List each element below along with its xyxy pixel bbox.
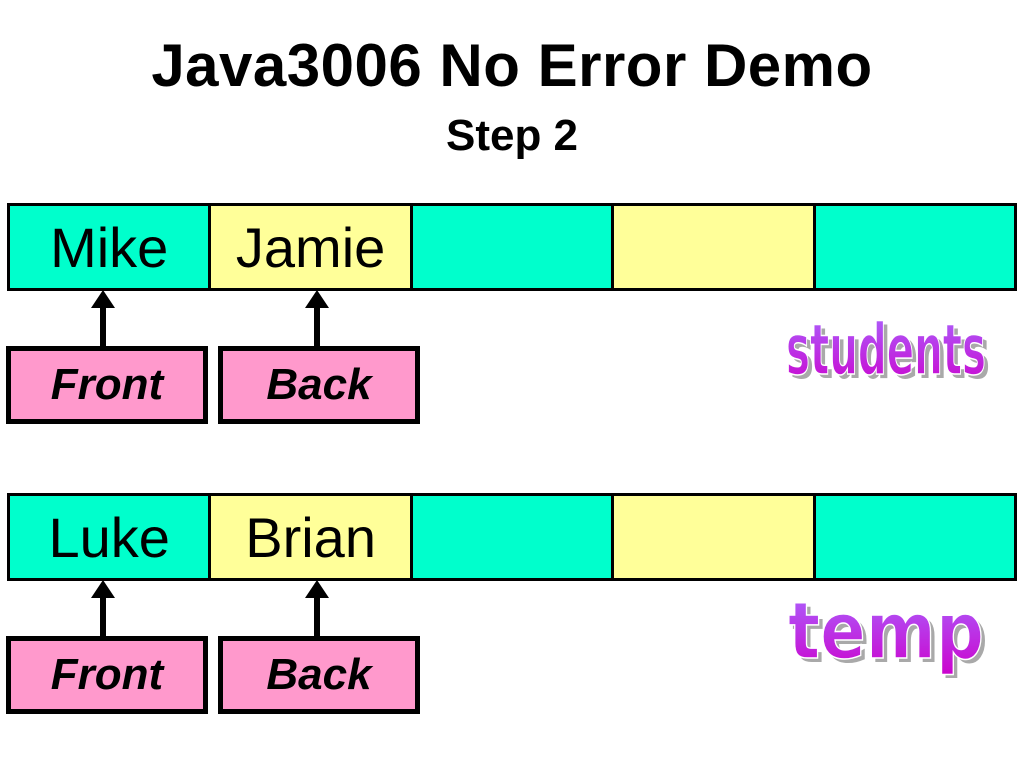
array-cell xyxy=(412,496,615,578)
front-pointer-box: Front xyxy=(6,346,208,424)
array-cell: Luke xyxy=(10,496,212,578)
front-pointer-label: Front xyxy=(50,650,164,699)
back-arrow-icon xyxy=(305,290,329,346)
students-array: Mike Jamie xyxy=(7,203,1017,291)
students-wordart: students students xyxy=(785,308,990,395)
back-pointer-label: Back xyxy=(266,650,372,699)
array-cell: Mike xyxy=(10,206,212,288)
slide-subtitle: Step 2 xyxy=(445,111,579,160)
array-cell xyxy=(614,496,816,578)
temp-array: Luke Brian xyxy=(7,493,1017,581)
temp-wordart-text: temp xyxy=(788,588,984,677)
temp-wordart-shadow: temp xyxy=(792,591,988,678)
front-pointer-box: Front xyxy=(6,636,208,714)
array-cell xyxy=(815,206,1015,288)
temp-wordart: temp temp xyxy=(787,588,988,678)
front-arrow-icon xyxy=(91,290,115,346)
array-cell xyxy=(412,206,615,288)
front-pointer-label: Front xyxy=(50,360,164,409)
back-pointer-box: Back xyxy=(218,346,420,424)
slide-title: Java3006 No Error Demo xyxy=(151,32,873,99)
back-arrow-icon xyxy=(305,580,329,636)
back-pointer-label: Back xyxy=(266,360,372,409)
array-cell xyxy=(614,206,816,288)
back-pointer-box: Back xyxy=(218,636,420,714)
students-wordart-shadow: students xyxy=(790,313,990,395)
front-arrow-icon xyxy=(91,580,115,636)
students-wordart-text: students xyxy=(786,309,986,391)
array-cell xyxy=(815,496,1015,578)
array-cell: Jamie xyxy=(211,206,413,288)
array-cell: Brian xyxy=(211,496,413,578)
